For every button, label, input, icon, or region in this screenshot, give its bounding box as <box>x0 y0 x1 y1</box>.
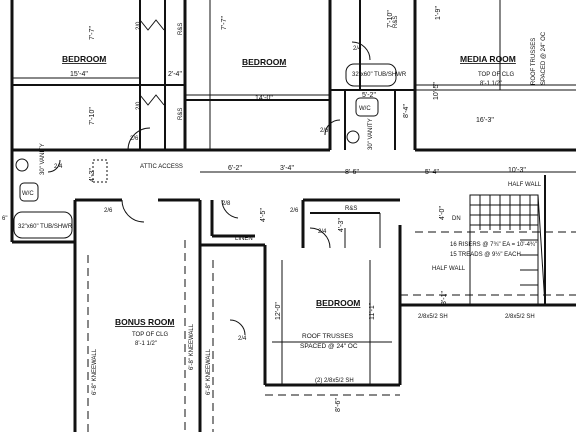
stair-treads-label: 15 TREADS @ 9½" EACH <box>450 251 521 258</box>
dim-label: 4'-0" <box>439 206 446 220</box>
closet-label: R&S <box>393 16 399 28</box>
dim-label: 5'-4" <box>425 169 439 176</box>
stair-risers-label: 16 RISERS @ 7¾" EA = 10'-4¾" <box>450 242 537 248</box>
dim-label: 7'-7" <box>221 16 228 30</box>
dim-label: 4'-3" <box>89 168 96 182</box>
room-label-bedroom-center: BEDROOM <box>242 57 286 67</box>
tub-shower-label: 32"x60" TUB/SHWR <box>352 72 407 78</box>
dim-label: 1'-9" <box>435 6 442 20</box>
dim-label: 8'-6" <box>335 398 342 412</box>
window-label: 2/8x5/2 SH <box>418 314 448 320</box>
dim-label: 6" <box>2 216 7 222</box>
roof-spacing-label: SPACED @ 24" OC <box>541 31 547 85</box>
room-label-bedroom-left: BEDROOM <box>62 54 106 64</box>
dim-label: 3'-4" <box>280 165 294 172</box>
door-label: 2/4 <box>238 336 247 342</box>
stair-down-label: DN <box>452 216 461 222</box>
dim-label: 4'-5" <box>260 208 267 222</box>
door-label: 2/4 <box>353 46 362 52</box>
attic-access-label: ATTIC ACCESS <box>140 164 183 170</box>
kneewall-label: 6'-8" KNEEWALL <box>92 348 98 395</box>
kneewall-label: 6'-8" KNEEWALL <box>189 323 195 370</box>
door-label: 2/6 <box>290 208 299 214</box>
kneewall-label: 6'-8" KNEEWALL <box>206 348 212 395</box>
closet-label: R&S <box>345 206 357 212</box>
door-label: 2/0 <box>136 101 142 110</box>
dim-label: 12'-0" <box>275 302 282 320</box>
door-label: 2/6 <box>130 136 139 142</box>
linen-label: LINEN <box>235 236 253 242</box>
door-label: 2/6 <box>320 128 329 134</box>
roof-trusses-label: ROOF TRUSSES <box>302 333 354 340</box>
dim-label: 10'-5" <box>433 82 440 100</box>
dim-label: 5'-2" <box>362 92 376 99</box>
roof-spacing-label: SPACED @ 24" OC <box>300 343 358 350</box>
half-wall-label: HALF WALL <box>508 182 542 188</box>
dim-label: 15'-4" <box>70 71 88 78</box>
dim-label: 7'-10" <box>387 10 394 28</box>
vanity-label: 30" VANITY <box>368 118 374 150</box>
door-label: 2/0 <box>136 21 142 30</box>
door-label: 2/4 <box>54 164 63 170</box>
ceiling-height-value: 8'-1 1/2" <box>480 81 502 87</box>
door-label: 2/4 <box>318 229 327 235</box>
half-wall-label: HALF WALL <box>432 266 466 272</box>
tub-left <box>13 211 73 239</box>
window-label: 2/8x5/2 SH <box>505 314 535 320</box>
closet-label: R&S <box>178 108 184 120</box>
dim-label: 7'-7" <box>89 26 96 40</box>
dim-label: 8'-6" <box>345 169 359 176</box>
dim-label: 7'-10" <box>89 107 96 125</box>
wc-label: W/C <box>22 191 34 197</box>
dim-label: 16'-3" <box>476 117 494 124</box>
ceiling-height-label: TOP OF CLG <box>478 72 514 78</box>
vanity-label: 30" VANITY <box>40 143 46 175</box>
window-label: (2) 2/8x5/2 SH <box>315 378 354 384</box>
dim-label: 8'-4" <box>403 104 410 118</box>
dim-label: 10'-3" <box>508 167 526 174</box>
tub-shower-label: 32"x60" TUB/SHWR <box>18 224 73 230</box>
dim-label: 2'-4" <box>168 71 182 78</box>
door-label: 2/8 <box>222 201 231 207</box>
tub-top <box>345 63 397 87</box>
staircase <box>469 175 546 306</box>
dim-label: 3'-1" <box>441 291 448 305</box>
kneewall-dashed-lines <box>87 231 576 432</box>
closet-label: R&S <box>178 23 184 35</box>
ceiling-height-value: 8'-1 1/2" <box>135 341 157 347</box>
room-label-bedroom-lower: BEDROOM <box>316 298 360 308</box>
wc-label: W/C <box>359 106 371 112</box>
room-label-media-room: MEDIA ROOM <box>460 54 516 64</box>
dim-label: 11'-1" <box>369 302 376 320</box>
roof-trusses-label: ROOF TRUSSES <box>531 38 537 85</box>
dim-label: 6'-2" <box>228 165 242 172</box>
ceiling-height-label: TOP OF CLG <box>132 332 168 338</box>
dim-label: 14'-0" <box>255 95 273 102</box>
door-label: 2/6 <box>104 208 113 214</box>
room-label-bonus-room: BONUS ROOM <box>115 317 175 327</box>
dim-label: 4'-3" <box>338 218 345 232</box>
